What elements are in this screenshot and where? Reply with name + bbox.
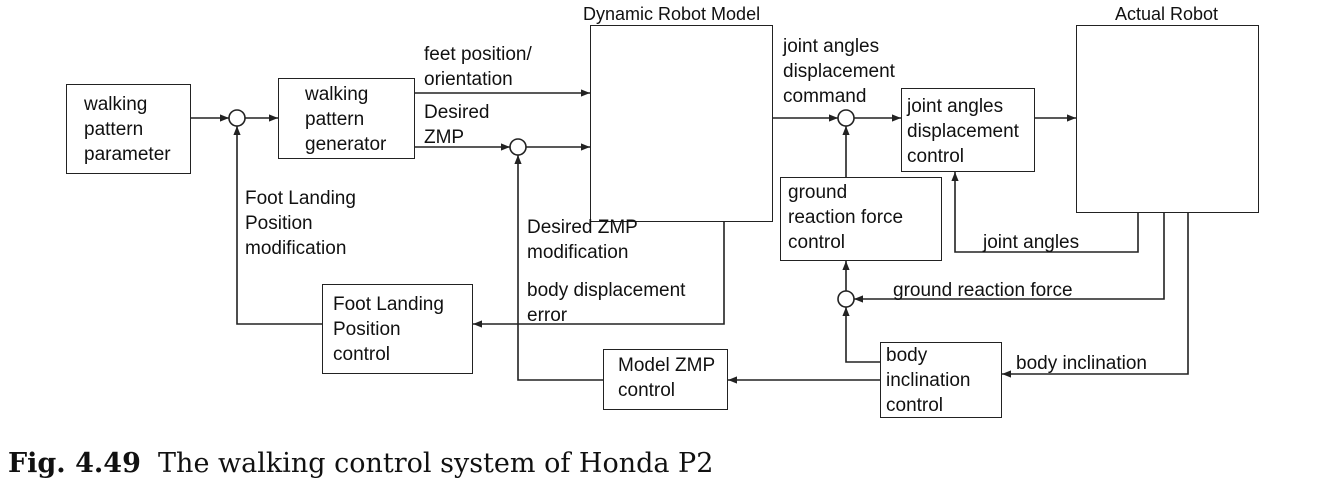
figure-caption-text: The walking control system of Honda P2 [158, 448, 714, 479]
foot-landing-position-control-block [322, 284, 473, 374]
body-inclination-label: body inclination [1016, 353, 1147, 374]
model-zmp-control-label: Model ZMP control [618, 355, 716, 401]
walking-pattern-generator-label: walking pattern generator [305, 84, 387, 155]
walking-pattern-generator-block [278, 78, 415, 159]
joint-angles-label: joint angles [983, 232, 1080, 253]
joint-angles-displacement-command-label: joint angles displacement command [783, 36, 895, 107]
summing-junction-3 [837, 109, 855, 127]
figure-number: Fig. 4.49 [8, 448, 141, 479]
joint-angles-displacement-control-label: joint angles displacement control [907, 96, 1019, 167]
dynamic-robot-model-block [590, 25, 773, 222]
walking-pattern-parameter-label: walking pattern parameter [84, 94, 171, 165]
actual-robot-title: Actual Robot [1115, 4, 1219, 24]
model-zmp-control-block [603, 349, 728, 410]
desired-zmp-modification-label: Desired ZMP modification [527, 217, 638, 263]
body-inclination-control-block [880, 342, 1002, 418]
desired-zmp-label: Desired ZMP [424, 102, 490, 148]
summing-junction-2 [509, 138, 527, 156]
figure-caption: Fig. 4.49 The walking control system of … [8, 448, 713, 479]
body-displacement-error-label: body displacement error [527, 280, 686, 326]
summing-junction-4 [837, 290, 855, 308]
ground-reaction-force-control-label: ground reaction force control [788, 182, 904, 253]
feet-position-orientation-label: feet position/ orientation [424, 44, 532, 90]
ground-reaction-force-label: ground reaction force [893, 280, 1073, 301]
signal-lines [191, 89, 1189, 384]
joint-angles-displacement-control-block [901, 88, 1035, 172]
walking-pattern-parameter-block [66, 84, 191, 174]
foot-landing-position-control-label: Foot Landing Position control [333, 294, 444, 365]
dynamic-robot-model-title: Dynamic Robot Model [583, 4, 761, 24]
summing-junction-1 [228, 109, 246, 127]
actual-robot-block [1076, 25, 1259, 213]
ground-reaction-force-control-block [780, 177, 942, 261]
foot-landing-position-modification-label: Foot Landing Position modification [245, 188, 356, 259]
body-inclination-control-label: body inclination control [886, 345, 971, 416]
